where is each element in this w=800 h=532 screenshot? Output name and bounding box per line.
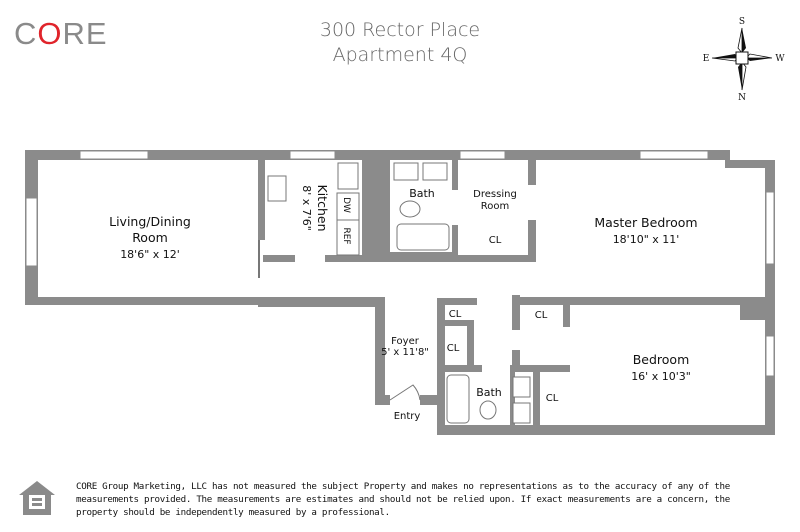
kitchen-dim: 8' x 7'6"	[300, 185, 313, 231]
entry-door	[389, 384, 421, 401]
foyer-closet-1: CL	[449, 309, 462, 320]
stove-icon	[267, 175, 287, 202]
unit-title: Apartment 4Q	[332, 44, 468, 66]
bathtub-icon	[396, 223, 450, 251]
dressing-closet-label: CL	[489, 235, 502, 246]
bedroom-closet-label: CL	[546, 393, 559, 404]
compass-north: N	[738, 93, 746, 103]
bath2-label: Bath	[476, 386, 502, 399]
living-room-dim: 18'6" x 12'	[120, 248, 180, 261]
bath-sink-icon	[512, 402, 531, 424]
living-room-name: Living/Dining	[109, 214, 191, 229]
master-bedroom-dim: 18'10" x 11'	[613, 233, 680, 246]
bath-sink-icon	[393, 162, 419, 181]
disclaimer-text: CORE Group Marketing, LLC has not measur…	[76, 481, 730, 518]
kitchen-name: Kitchen	[315, 185, 330, 232]
foyer-closet-2: CL	[447, 343, 460, 354]
bedroom-name: Bedroom	[633, 352, 690, 367]
refrigerator	[336, 219, 360, 256]
compass-icon: S N E W	[703, 17, 786, 103]
master-closet-label: CL	[535, 310, 548, 321]
compass-south: S	[739, 17, 745, 27]
dw-label: DW	[341, 197, 351, 213]
dressing-room-label-2: Room	[481, 201, 509, 212]
walls	[25, 150, 775, 435]
bath1-label: Bath	[409, 187, 435, 200]
core-logo[interactable]: CORE	[14, 16, 108, 52]
equal-housing-icon	[19, 481, 55, 515]
windows	[25, 150, 775, 377]
living-room-name-2: Room	[132, 230, 168, 245]
fixtures	[258, 162, 531, 424]
bath-sink-icon	[512, 376, 531, 398]
master-bedroom-name: Master Bedroom	[594, 215, 697, 230]
ref-label: REF	[341, 227, 351, 244]
compass-west: W	[775, 54, 785, 64]
bedroom-dim: 16' x 10'3"	[631, 370, 691, 383]
foyer-name: Foyer	[391, 336, 420, 347]
dressing-room-label: Dressing	[473, 189, 517, 200]
entry-label: Entry	[394, 411, 421, 422]
foyer-dim: 5' x 11'8"	[381, 347, 429, 358]
compass-east: E	[703, 54, 710, 64]
kitchen-sink-icon	[337, 162, 359, 190]
bathtub-icon	[446, 374, 470, 424]
room-labels: Living/Dining Room 18'6" x 12' Kitchen 8…	[109, 185, 697, 422]
address-title: 300 Rector Place	[319, 19, 481, 41]
logo-text: CORE	[14, 16, 108, 51]
bath-sink-icon	[422, 162, 448, 181]
toilet-icon	[399, 200, 421, 218]
toilet-icon	[479, 400, 497, 420]
